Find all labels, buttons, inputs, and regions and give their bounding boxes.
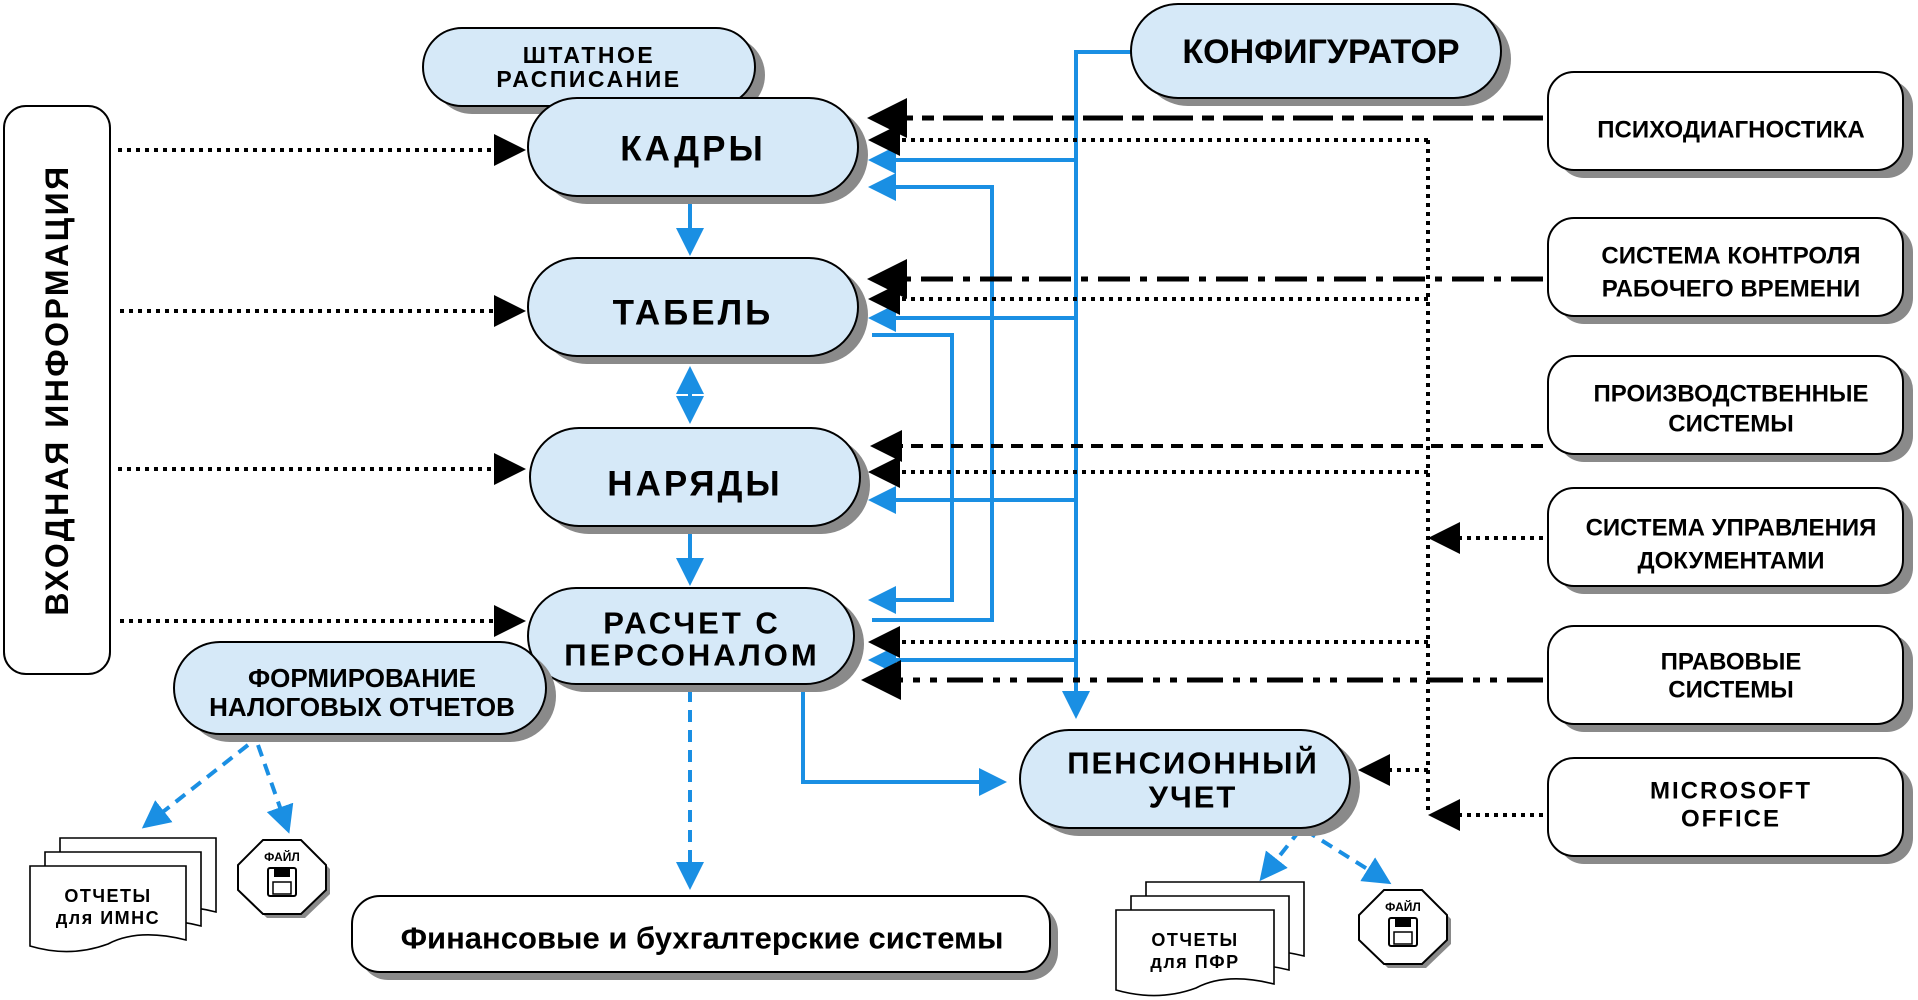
svg-text:для ПФР: для ПФР	[1150, 952, 1239, 972]
svg-text:КАДРЫ: КАДРЫ	[620, 130, 765, 169]
input-info-box: ВХОДНАЯ ИНФОРМАЦИЯ	[3, 105, 111, 675]
node-naryady[interactable]: НАРЯДЫ	[529, 427, 870, 534]
svg-text:ОТЧЕТЫ: ОТЧЕТЫ	[64, 886, 151, 906]
input-arrows	[118, 134, 526, 637]
node-shtat[interactable]: ШТАТНОЕ РАСПИСАНИЕ	[422, 27, 765, 114]
svg-text:КОНФИГУРАТОР: КОНФИГУРАТОР	[1182, 33, 1459, 71]
svg-text:ФАЙЛ: ФАЙЛ	[1385, 899, 1421, 914]
ext-ms[interactable]: MICROSOFT OFFICE	[1547, 757, 1913, 864]
node-pens[interactable]: ПЕНСИОННЫЙ УЧЕТ	[1019, 729, 1360, 836]
node-konf[interactable]: КОНФИГУРАТОР	[1130, 3, 1511, 106]
svg-text:РАСЧЕТ С: РАСЧЕТ С	[603, 606, 781, 641]
nalog-to-imns	[141, 743, 250, 829]
blue-connections	[676, 50, 1135, 796]
svg-text:ПРОИЗВОДСТВЕННЫЕ: ПРОИЗВОДСТВЕННЫЕ	[1594, 381, 1869, 408]
svg-text:СИСТЕМЫ: СИСТЕМЫ	[1668, 677, 1793, 704]
svg-text:ПРАВОВЫЕ: ПРАВОВЫЕ	[1661, 649, 1802, 676]
external-dashdot	[861, 98, 1543, 700]
nalog-to-file	[256, 744, 294, 834]
node-tabel[interactable]: ТАБЕЛЬ	[527, 257, 868, 364]
svg-text:РАСПИСАНИЕ: РАСПИСАНИЕ	[496, 66, 681, 92]
blue-dashed-outputs	[141, 690, 1392, 890]
report-imns: ОТЧЕТЫ для ИМНС	[29, 837, 217, 953]
ext-skud[interactable]: СИСТЕМА КОНТРОЛЯ РАБОЧЕГО ВРЕМЕНИ	[1547, 217, 1913, 324]
node-fin[interactable]: Финансовые и бухгалтерские системы	[351, 895, 1058, 980]
svg-text:ПЕРСОНАЛОМ: ПЕРСОНАЛОМ	[564, 638, 819, 673]
file-badge-right: ФАЙЛ	[1358, 889, 1451, 968]
raschet-to-kadry	[868, 173, 994, 622]
raschet-to-pens	[801, 690, 1007, 796]
input-info-label: ВХОДНАЯ ИНФОРМАЦИЯ	[39, 164, 75, 615]
floppy-icon	[1388, 917, 1418, 947]
svg-text:ДОКУМЕНТАМИ: ДОКУМЕНТАМИ	[1638, 548, 1825, 575]
node-nalog[interactable]: ФОРМИРОВАНИЕ НАЛОГОВЫХ ОТЧЕТОВ	[173, 641, 556, 742]
svg-text:СИСТЕМЫ: СИСТЕМЫ	[1668, 411, 1793, 438]
pens-to-file	[1303, 828, 1392, 885]
floppy-icon	[267, 867, 297, 897]
svg-text:РАБОЧЕГО ВРЕМЕНИ: РАБОЧЕГО ВРЕМЕНИ	[1602, 276, 1861, 303]
file-badge-left: ФАЙЛ	[237, 839, 330, 918]
ext-psych[interactable]: ПСИХОДИАГНОСТИКА	[1547, 71, 1913, 178]
external-dotted	[868, 124, 1543, 831]
svg-text:УЧЕТ: УЧЕТ	[1149, 780, 1238, 815]
svg-text:ТАБЕЛЬ: ТАБЕЛЬ	[613, 294, 774, 333]
svg-text:ПСИХОДИАГНОСТИКА: ПСИХОДИАГНОСТИКА	[1597, 117, 1864, 144]
svg-text:СИСТЕМА УПРАВЛЕНИЯ: СИСТЕМА УПРАВЛЕНИЯ	[1586, 515, 1877, 542]
konf-trunk	[1062, 50, 1135, 719]
svg-text:НАЛОГОВЫХ ОТЧЕТОВ: НАЛОГОВЫХ ОТЧЕТОВ	[209, 692, 515, 722]
svg-text:ФАЙЛ: ФАЙЛ	[264, 849, 300, 864]
svg-text:СИСТЕМА КОНТРОЛЯ: СИСТЕМА КОНТРОЛЯ	[1601, 243, 1860, 270]
svg-text:ПЕНСИОННЫЙ: ПЕНСИОННЫЙ	[1067, 745, 1319, 781]
svg-text:OFFICE: OFFICE	[1681, 806, 1781, 833]
svg-text:НАРЯДЫ: НАРЯДЫ	[607, 465, 782, 504]
ext-prod[interactable]: ПРОИЗВОДСТВЕННЫЕ СИСТЕМЫ	[1547, 355, 1913, 462]
node-kadry[interactable]: КАДРЫ	[527, 97, 868, 204]
ext-prav[interactable]: ПРАВОВЫЕ СИСТЕМЫ	[1547, 625, 1913, 732]
svg-text:Финансовые и бухгалтерские сис: Финансовые и бухгалтерские системы	[401, 921, 1004, 956]
svg-text:ОТЧЕТЫ: ОТЧЕТЫ	[1151, 930, 1238, 950]
pens-to-pfr	[1259, 828, 1302, 882]
svg-text:MICROSOFT: MICROSOFT	[1650, 778, 1812, 805]
svg-text:для ИМНС: для ИМНС	[56, 908, 160, 928]
svg-text:ФОРМИРОВАНИЕ: ФОРМИРОВАНИЕ	[248, 663, 476, 693]
node-raschet[interactable]: РАСЧЕТ С ПЕРСОНАЛОМ	[527, 587, 864, 692]
report-pfr: ОТЧЕТЫ для ПФР	[1115, 881, 1305, 997]
svg-text:ШТАТНОЕ: ШТАТНОЕ	[523, 42, 656, 68]
ext-sud[interactable]: СИСТЕМА УПРАВЛЕНИЯ ДОКУМЕНТАМИ	[1547, 487, 1913, 594]
tabel-to-raschet	[868, 333, 954, 614]
